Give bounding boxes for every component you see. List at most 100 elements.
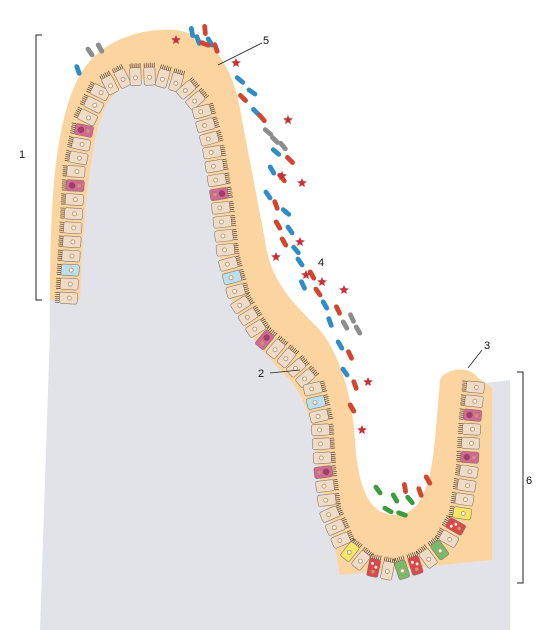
- cell-goblet: [255, 326, 278, 350]
- cell-enterocyte: [214, 229, 238, 243]
- cell-nucleus: [292, 365, 298, 371]
- cell-nucleus: [213, 177, 219, 183]
- label-4: 4: [318, 257, 324, 269]
- cell-nucleus: [323, 497, 329, 503]
- label-1: 1: [19, 149, 25, 161]
- bacterium: [285, 224, 295, 236]
- microvilli: [111, 64, 124, 73]
- bacterium: [340, 366, 350, 378]
- cell-enterocyte: [212, 215, 237, 229]
- cell-enterocyte: [319, 504, 345, 523]
- microvilli: [448, 505, 455, 518]
- microvilli: [460, 394, 466, 406]
- cell-nucleus: [86, 129, 90, 133]
- cell-enterocyte: [215, 243, 240, 257]
- cell-nucleus: [120, 76, 126, 82]
- bacterium: [423, 474, 433, 486]
- microvilli: [160, 64, 172, 72]
- cell-enterocyte: [54, 291, 78, 305]
- goblet-granules: [466, 411, 473, 419]
- bacterium: [291, 244, 301, 256]
- cell-enterocyte: [311, 437, 336, 451]
- microvilli: [260, 317, 270, 329]
- cell-enterocyte: [59, 207, 83, 221]
- bacterium: [340, 319, 350, 331]
- bacterium: [212, 42, 220, 54]
- cell-enterocyte: [185, 87, 210, 111]
- bacterium: [335, 339, 345, 351]
- cell-paneth: [441, 515, 466, 536]
- microvilli: [129, 63, 141, 68]
- cell-yellow: [448, 505, 473, 521]
- cell-nucleus: [218, 219, 224, 225]
- cell-nucleus: [346, 549, 352, 555]
- cell-nucleus: [457, 526, 462, 531]
- cell-enterocyte: [57, 249, 81, 263]
- microvilli: [406, 551, 418, 559]
- microvilli: [143, 62, 155, 68]
- bacterium: [390, 492, 400, 504]
- cell-enterocyte: [55, 277, 79, 291]
- cell-nucleus: [260, 341, 264, 345]
- cell-nucleus: [469, 426, 475, 432]
- leader-3: [467, 349, 483, 369]
- epithelial-cells: [54, 62, 485, 581]
- microvilli: [224, 172, 231, 184]
- bacterium: [382, 505, 394, 515]
- cell-enterocyte: [456, 436, 481, 450]
- cell-enterocyte: [266, 335, 289, 359]
- paneth-granule: [415, 562, 419, 566]
- lamina-propria: [40, 64, 510, 630]
- microbial-star: [277, 171, 287, 180]
- cell-nucleus: [79, 141, 85, 147]
- microvilli: [57, 249, 63, 261]
- cell-nucleus: [228, 275, 234, 281]
- microbial-star: [295, 237, 305, 246]
- cell-nucleus: [473, 384, 479, 390]
- cell-tuft: [221, 269, 247, 286]
- microvilli: [329, 423, 335, 435]
- microvilli: [335, 504, 345, 516]
- cell-enterocyte: [59, 221, 83, 235]
- microvilli: [370, 553, 382, 560]
- microvilli: [229, 201, 235, 213]
- bacterium: [257, 112, 267, 124]
- cell-nucleus: [98, 90, 104, 96]
- leader-5: [217, 42, 263, 66]
- cell-enterocyte: [452, 478, 477, 493]
- microvilli: [308, 365, 320, 377]
- cell-paneth: [366, 553, 382, 578]
- cell-enterocyte: [330, 530, 356, 549]
- villus-bracket: [35, 34, 42, 301]
- cell-enterocyte: [380, 556, 396, 581]
- cell-nucleus: [74, 169, 80, 175]
- paneth-granule: [371, 561, 375, 565]
- cell-enterocyte: [143, 62, 156, 86]
- cell-nucleus: [68, 267, 74, 273]
- bacterium: [405, 494, 415, 506]
- bacterium: [416, 486, 424, 498]
- microvilli: [362, 546, 374, 557]
- cell-nucleus: [72, 197, 78, 203]
- cell-paneth: [406, 551, 424, 576]
- bacterium: [273, 219, 283, 231]
- cell-nucleus: [173, 80, 179, 86]
- bacterium: [246, 87, 258, 97]
- cell-enterocyte: [206, 172, 231, 188]
- cell-enterocyte: [454, 464, 479, 479]
- cell-nucleus: [469, 440, 475, 446]
- microbial-star: [231, 58, 241, 67]
- paneth-granule: [454, 522, 458, 526]
- cell-enterocyte: [86, 81, 111, 101]
- cell-nucleus: [414, 567, 419, 572]
- cell-body: [366, 557, 381, 578]
- bacterium: [238, 93, 248, 103]
- microvilli: [220, 144, 227, 157]
- leader-2: [269, 369, 301, 374]
- cell-nucleus: [317, 470, 322, 475]
- cell-nucleus: [70, 239, 76, 245]
- cell-nucleus: [198, 109, 204, 115]
- bacterium: [313, 286, 323, 298]
- bacterium: [199, 40, 211, 48]
- cell-enterocyte: [195, 116, 220, 133]
